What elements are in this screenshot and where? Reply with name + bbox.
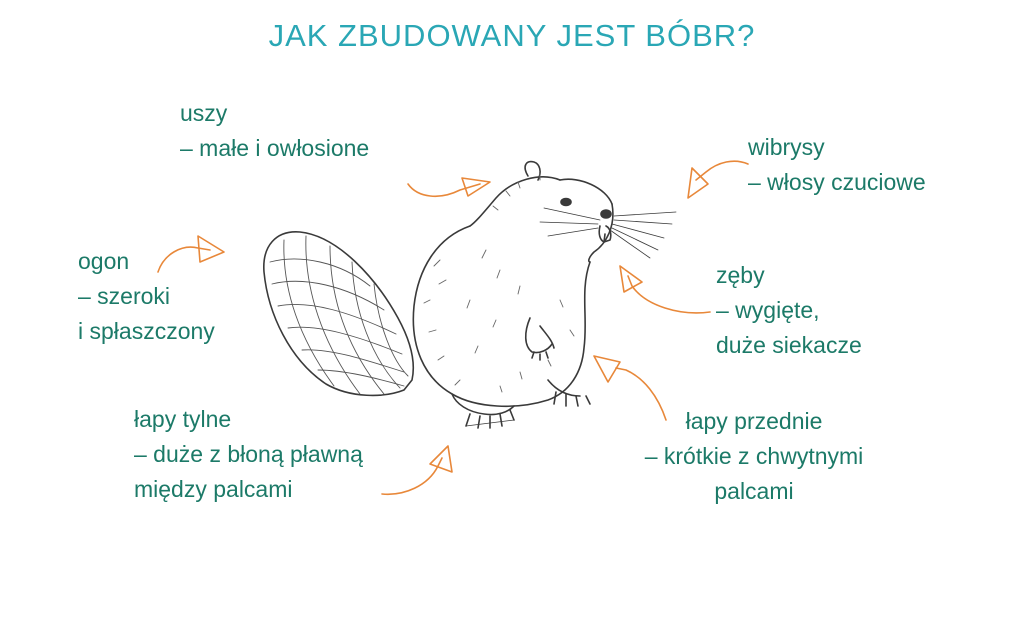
label-lapy-przednie: łapy przednie – krótkie z chwytnymi palc… — [618, 404, 890, 509]
label-ogon-heading: ogon — [78, 248, 130, 274]
page-title: JAK ZBUDOWANY JEST BÓBR? — [268, 18, 756, 53]
label-zeby-heading: zęby — [716, 262, 765, 288]
beaver-hind-feet — [451, 379, 591, 429]
label-ogon-desc1: – szeroki — [78, 283, 171, 309]
label-wibrysy-desc: – włosy czuciowe — [748, 169, 926, 195]
label-wibrysy: wibrysy – włosy czuciowe — [748, 130, 926, 200]
arrow-zeby — [619, 265, 711, 314]
label-uszy: uszy – małe i owłosione — [180, 96, 369, 166]
label-lapy-przednie-desc1: – krótkie z chwytnymi — [644, 443, 864, 469]
label-lapy-tylne-heading: łapy tylne — [134, 406, 232, 432]
arrow-wibrysy — [687, 160, 749, 199]
arrow-uszy — [407, 177, 491, 197]
label-wibrysy-heading: wibrysy — [748, 134, 825, 160]
arrow-lapy-tylne — [381, 445, 453, 496]
label-lapy-tylne: łapy tylne – duże z błoną pławną między … — [134, 402, 363, 507]
label-uszy-heading: uszy — [180, 100, 228, 126]
label-zeby-desc2: duże siekacze — [716, 332, 862, 358]
beaver-front-paws — [524, 317, 555, 361]
beaver-tail — [263, 231, 415, 397]
label-lapy-tylne-desc2: między palcami — [134, 476, 293, 502]
arrow-lapy-przednie — [593, 355, 667, 421]
label-zeby-desc1: – wygięte, — [716, 297, 820, 323]
label-lapy-przednie-desc2: palcami — [714, 478, 794, 504]
label-lapy-przednie-heading: łapy przednie — [685, 408, 823, 434]
label-lapy-tylne-desc1: – duże z błoną pławną — [134, 441, 363, 467]
beaver-whiskers — [539, 207, 677, 259]
label-ogon: ogon – szeroki i spłaszczony — [78, 244, 215, 349]
arrow-ogon — [157, 235, 225, 273]
beaver-illustration — [263, 160, 677, 429]
label-ogon-desc2: i spłaszczony — [78, 318, 215, 344]
beaver-body — [412, 160, 614, 407]
label-uszy-desc: – małe i owłosione — [180, 135, 370, 161]
label-zeby: zęby – wygięte, duże siekacze — [716, 258, 862, 363]
